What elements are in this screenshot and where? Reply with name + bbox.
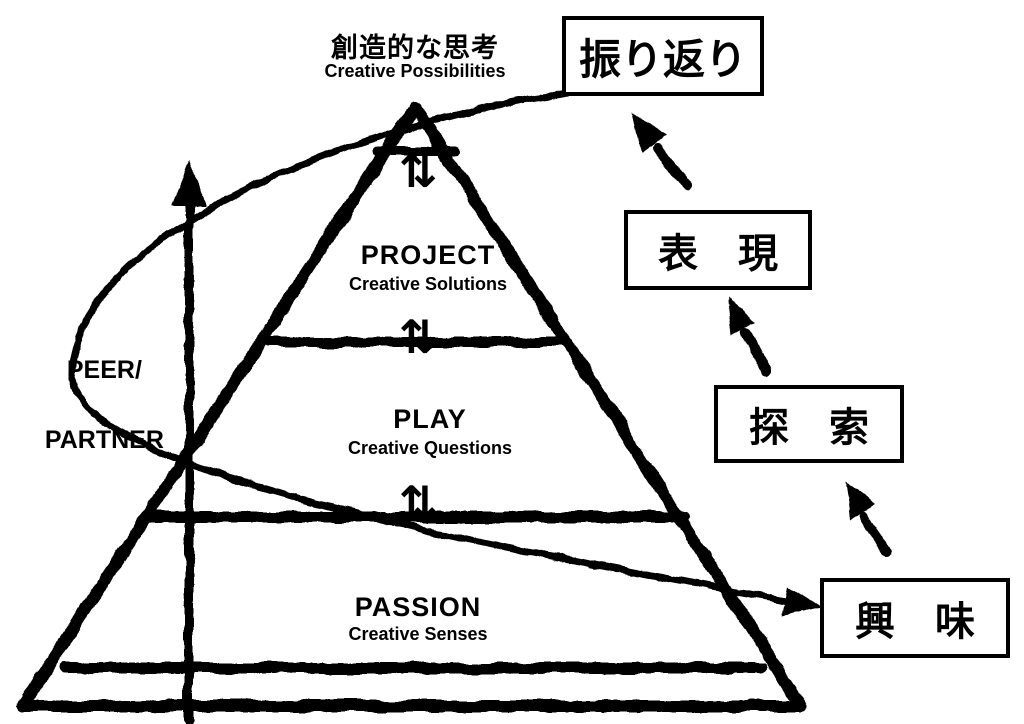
peer-label-line1: PEER/ <box>66 356 142 384</box>
step-arrow-interest-to-exploration <box>860 511 891 557</box>
pyramid-outline <box>16 101 807 712</box>
updown-arrow-icon: ⇅ <box>398 477 438 529</box>
top-title-english: Creative Possibilities <box>324 61 506 81</box>
updown-arrow-icon: ⇅ <box>398 145 438 197</box>
reflection-box: 振り返り <box>562 16 764 96</box>
peer-label-line2: PARTNER <box>44 426 164 454</box>
layer-project-subtitle: Creative Solutions <box>348 274 508 294</box>
top-title-japanese: 創造的な思考 <box>331 33 499 63</box>
step-arrow-expression-to-reflection <box>653 143 691 191</box>
layer-play-subtitle: Creative Questions <box>347 438 513 458</box>
step-arrow-interest-arrowhead-icon <box>845 481 876 520</box>
layer-project-title: PROJECT <box>360 240 496 270</box>
layer-passion-title: PASSION <box>354 592 482 622</box>
interest-box-label: 興 味 <box>855 600 975 644</box>
expression-box-label: 表 現 <box>658 232 778 276</box>
interest-box: 興 味 <box>820 578 1010 658</box>
spiral-curve <box>67 89 794 605</box>
updown-arrow-icon: ⇅ <box>398 311 438 363</box>
step-arrow-exploration-to-expression <box>741 328 771 376</box>
expression-box: 表 現 <box>624 210 812 290</box>
spiral-curve-arrowhead-icon <box>783 586 822 616</box>
peer-axis-arrowhead-icon <box>171 160 207 206</box>
step-arrow-exploration-arrowhead-icon <box>727 297 757 336</box>
reflection-box-label: 振り返り <box>578 35 747 83</box>
layer-play-title: PLAY <box>393 404 467 434</box>
layer-passion-subtitle: Creative Senses <box>348 624 488 644</box>
peer-partner-label: PEER/ PARTNER <box>8 318 173 493</box>
exploration-box-label: 探 索 <box>749 406 869 450</box>
step-arrow-expression-arrowhead-icon <box>633 113 668 153</box>
exploration-box: 探 索 <box>714 385 904 463</box>
